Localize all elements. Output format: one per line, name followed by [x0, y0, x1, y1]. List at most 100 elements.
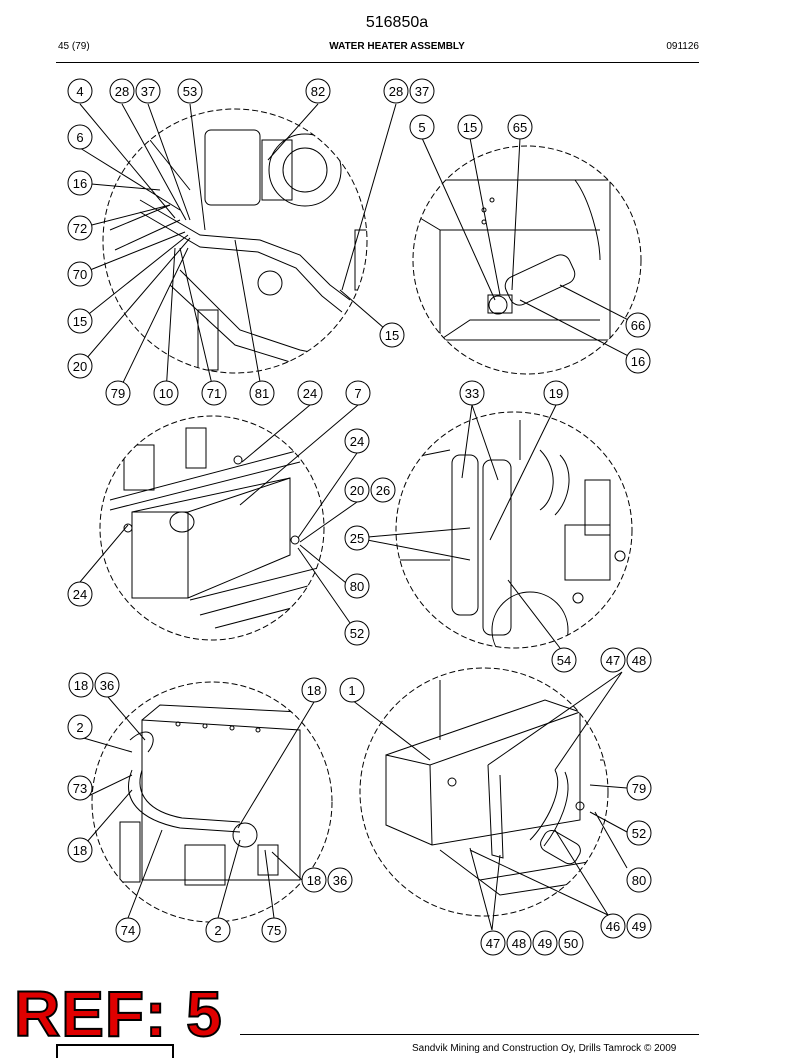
svg-text:71: 71 [207, 386, 221, 401]
callout: 7 [345, 380, 371, 406]
callout: 82 [305, 78, 331, 104]
callout: 66 [625, 312, 651, 338]
footer-rule [240, 1034, 699, 1035]
svg-text:48: 48 [632, 653, 646, 668]
callout: 24 [297, 380, 323, 406]
page-title: WATER HEATER ASSEMBLY [329, 41, 465, 52]
view-6-parts [385, 679, 608, 896]
callout: 1 [339, 677, 365, 703]
callout: 5 [409, 114, 435, 140]
brand-logo [56, 1044, 174, 1058]
svg-text:28: 28 [115, 84, 129, 99]
callout: 72 [67, 215, 93, 241]
svg-text:47: 47 [606, 653, 620, 668]
callout: 24 [344, 428, 370, 454]
svg-text:7: 7 [354, 386, 361, 401]
callout: 46 [600, 913, 626, 939]
svg-text:15: 15 [73, 314, 87, 329]
svg-text:79: 79 [632, 781, 646, 796]
svg-text:37: 37 [141, 84, 155, 99]
callout: 19 [543, 380, 569, 406]
svg-text:26: 26 [376, 483, 390, 498]
callout: 28 [383, 78, 409, 104]
svg-text:16: 16 [73, 176, 87, 191]
callout: 75 [261, 917, 287, 943]
callout: 70 [67, 261, 93, 287]
svg-text:24: 24 [303, 386, 317, 401]
svg-text:48: 48 [512, 936, 526, 951]
svg-text:20: 20 [73, 359, 87, 374]
document-number: 516850a [365, 14, 429, 31]
svg-text:49: 49 [538, 936, 552, 951]
svg-text:81: 81 [255, 386, 269, 401]
svg-text:15: 15 [463, 120, 477, 135]
svg-text:36: 36 [333, 873, 347, 888]
detail-view-3 [99, 415, 325, 641]
view-4-parts [399, 420, 626, 648]
svg-text:49: 49 [632, 919, 646, 934]
callout: 53 [177, 78, 203, 104]
callout: 52 [626, 820, 652, 846]
svg-text:36: 36 [100, 678, 114, 693]
svg-text:18: 18 [307, 873, 321, 888]
callout: 48 [626, 647, 652, 673]
callout: 80 [626, 867, 652, 893]
callout: 18 [301, 867, 327, 893]
callout: 36 [94, 672, 120, 698]
svg-text:52: 52 [632, 826, 646, 841]
svg-text:5: 5 [418, 120, 425, 135]
header-rule [56, 62, 699, 63]
svg-text:37: 37 [415, 84, 429, 99]
svg-text:28: 28 [389, 84, 403, 99]
callout: 47 [480, 930, 506, 956]
svg-text:18: 18 [74, 678, 88, 693]
detail-view-5 [91, 681, 333, 923]
footer-copyright: Sandvik Mining and Construction Oy, Dril… [412, 1043, 677, 1054]
detail-view-2 [412, 145, 642, 375]
svg-text:80: 80 [632, 873, 646, 888]
callout: 15 [379, 322, 405, 348]
callout: 24 [67, 581, 93, 607]
svg-text:15: 15 [385, 328, 399, 343]
svg-text:47: 47 [486, 936, 500, 951]
svg-text:73: 73 [73, 781, 87, 796]
view-5-parts [119, 704, 301, 886]
svg-text:33: 33 [465, 386, 479, 401]
svg-text:10: 10 [159, 386, 173, 401]
svg-text:19: 19 [549, 386, 563, 401]
svg-text:1: 1 [348, 683, 355, 698]
callout: 10 [153, 380, 179, 406]
callout: 15 [457, 114, 483, 140]
svg-text:72: 72 [73, 221, 87, 236]
callout: 2 [205, 917, 231, 943]
svg-text:46: 46 [606, 919, 620, 934]
svg-text:52: 52 [350, 626, 364, 641]
svg-text:2: 2 [76, 720, 83, 735]
callout: 33 [459, 380, 485, 406]
callout: 26 [370, 477, 396, 503]
callout: 25 [344, 525, 370, 551]
svg-text:80: 80 [350, 579, 364, 594]
svg-text:70: 70 [73, 267, 87, 282]
view-1-parts [109, 129, 367, 371]
callout: 50 [558, 930, 584, 956]
svg-text:4: 4 [76, 84, 83, 99]
callout: 37 [135, 78, 161, 104]
callout: 37 [409, 78, 435, 104]
svg-text:25: 25 [350, 531, 364, 546]
callout: 18 [301, 677, 327, 703]
callout: 16 [67, 170, 93, 196]
callout: 36 [327, 867, 353, 893]
svg-text:6: 6 [76, 130, 83, 145]
callout: 48 [506, 930, 532, 956]
callout: 54 [551, 647, 577, 673]
svg-text:16: 16 [631, 354, 645, 369]
svg-text:75: 75 [267, 923, 281, 938]
callout: 79 [105, 380, 131, 406]
svg-text:24: 24 [350, 434, 364, 449]
callout: 18 [68, 672, 94, 698]
callout: 6 [67, 124, 93, 150]
svg-text:66: 66 [631, 318, 645, 333]
callout: 2 [67, 714, 93, 740]
callout-bubbles: 4 28 37 53 82 28 37 6 16 72 70 15 20 79 … [67, 78, 652, 956]
